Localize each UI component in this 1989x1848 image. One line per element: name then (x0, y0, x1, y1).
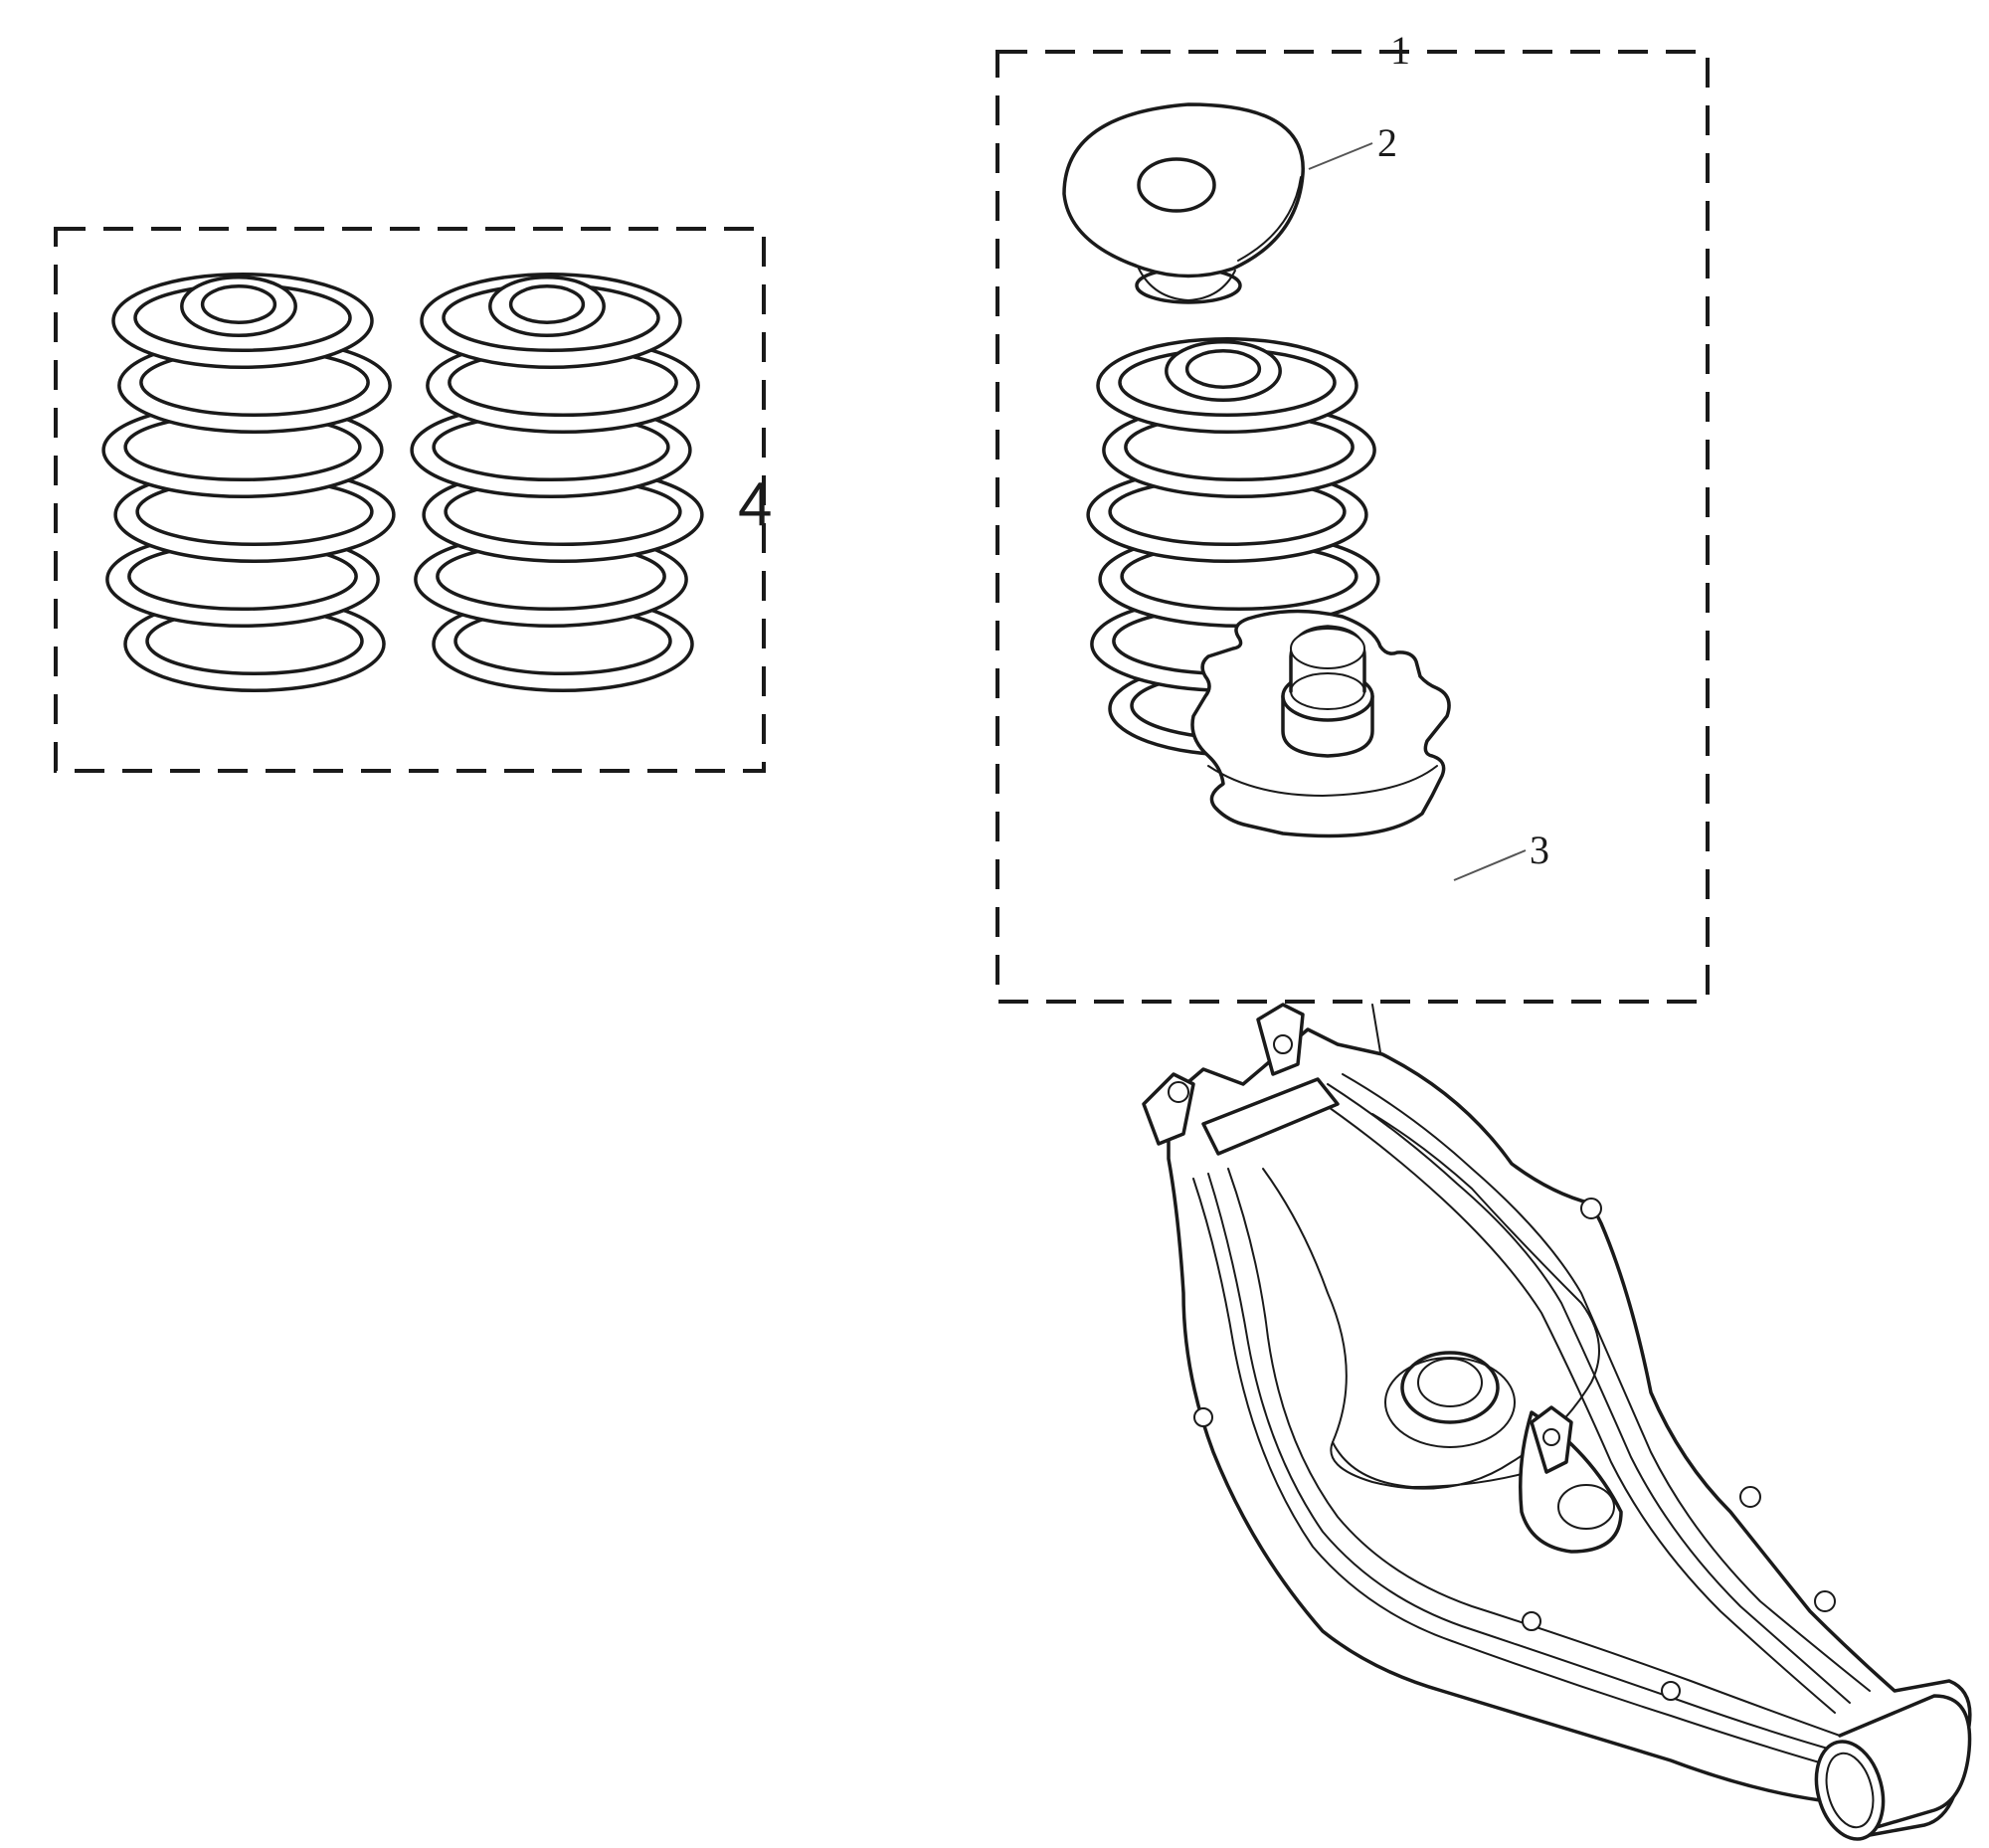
spring-kit-group: 1 2 3 (995, 28, 1710, 1004)
lower-spring-seat (1190, 609, 1451, 838)
coil-end-inner (1184, 349, 1262, 389)
coil-end-inner (508, 284, 586, 324)
coil-spring-kit (1086, 336, 1380, 758)
upper-spring-seat (1062, 102, 1305, 304)
arm-spring-pocket (1400, 1351, 1500, 1424)
trailing-arm (1142, 1003, 1972, 1841)
callout-1: 1 (1390, 28, 1410, 73)
spring-kit-dashed-box (995, 50, 1710, 1004)
leader-2 (1308, 142, 1373, 170)
callout-4: 4 (738, 470, 772, 539)
coil-end-inner (200, 284, 277, 324)
trailing-arm-bushing (1814, 1694, 1972, 1841)
spring-pair-dashed-box (54, 227, 766, 773)
callout-2: 2 (1377, 120, 1397, 165)
spring-pair-group: 4 (54, 227, 772, 773)
callout-3: 3 (1530, 828, 1549, 872)
leader-3 (1453, 849, 1527, 881)
coil-spring-right (410, 272, 704, 693)
coil-spring-left (101, 272, 396, 693)
